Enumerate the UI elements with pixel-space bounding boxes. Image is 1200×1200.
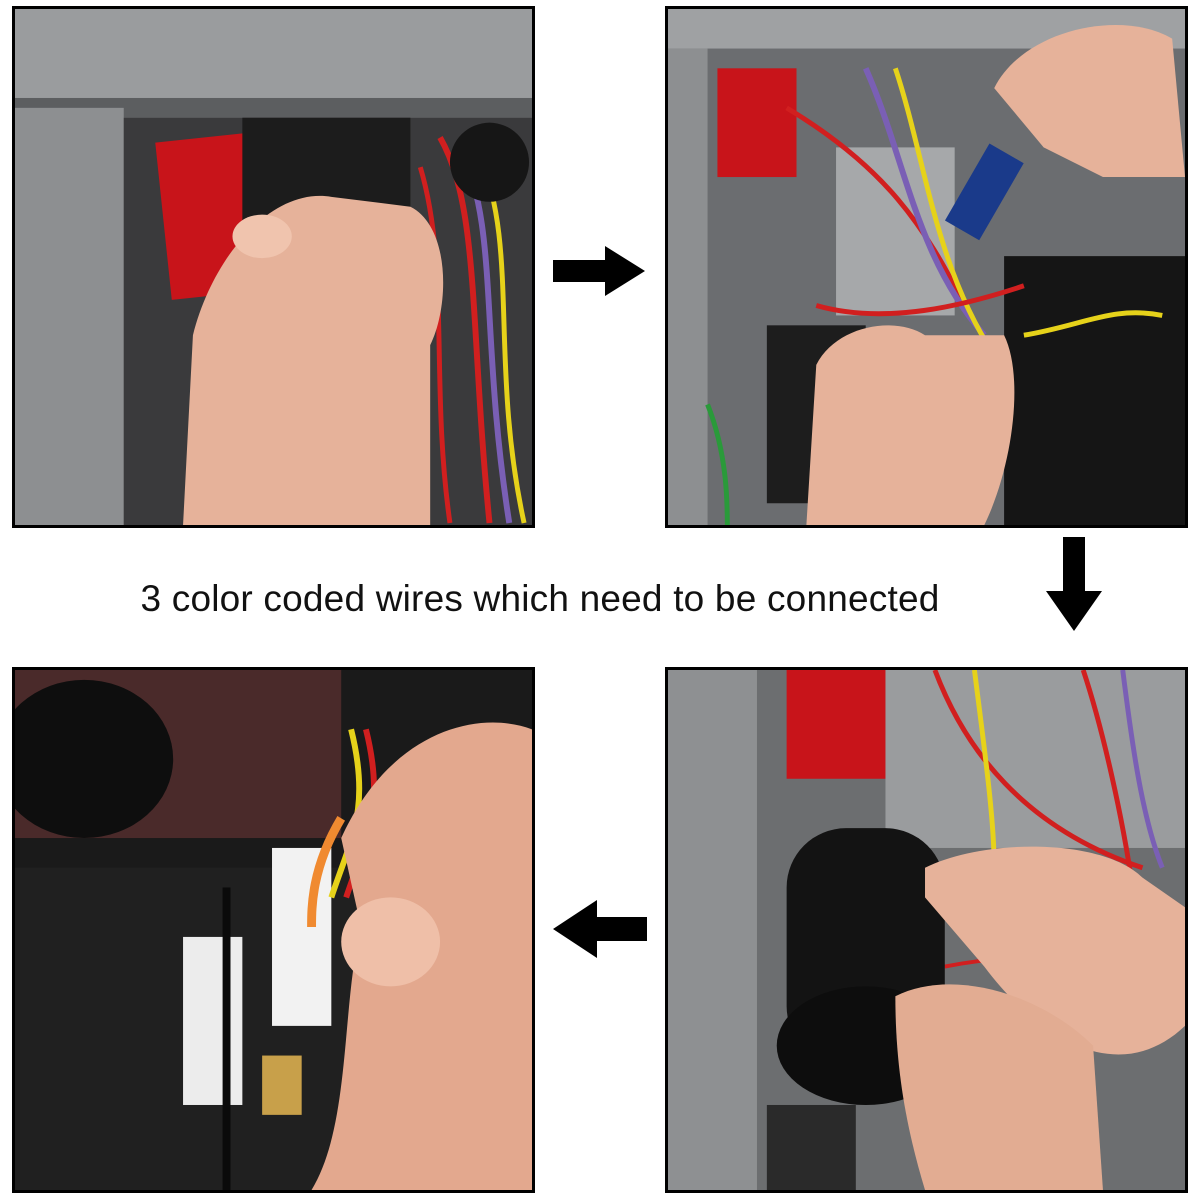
photo-step-4 bbox=[665, 667, 1188, 1193]
arrow-down-icon bbox=[1046, 537, 1102, 631]
photo-step-1 bbox=[12, 6, 535, 528]
caption-text: 3 color coded wires which need to be con… bbox=[140, 578, 940, 619]
photo-step-3 bbox=[12, 667, 535, 1193]
arrow-right-icon bbox=[553, 246, 645, 296]
photo-step-2 bbox=[665, 6, 1188, 528]
arrow-left-icon bbox=[553, 900, 647, 958]
